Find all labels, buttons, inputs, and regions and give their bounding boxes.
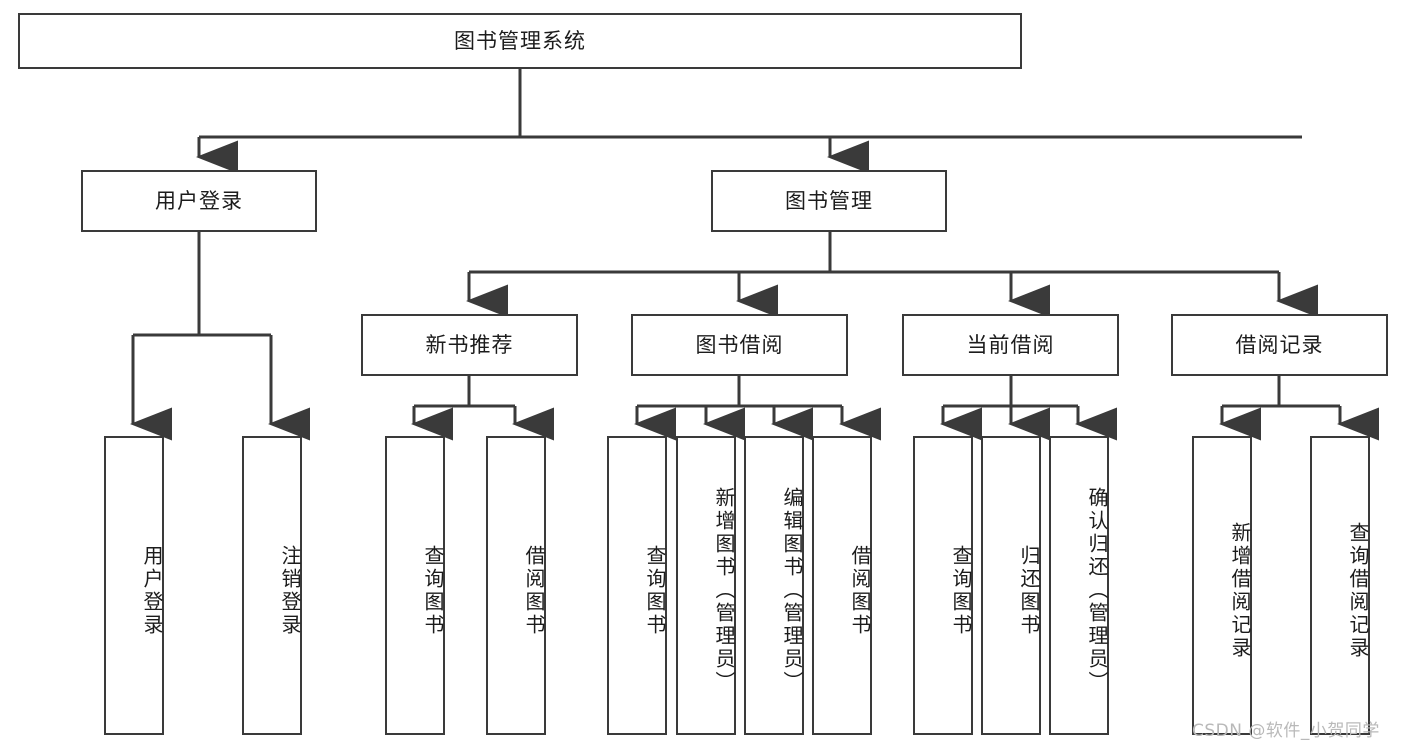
- node-label: 查询借阅记录: [1346, 521, 1370, 660]
- node-label: 借阅记录: [1235, 332, 1324, 357]
- node-label: 图书借阅: [695, 332, 784, 357]
- node-label: 当前借阅: [966, 332, 1055, 357]
- node-label: 确认归还（管理员）: [1085, 487, 1109, 694]
- node-label: 注销登录: [278, 544, 302, 637]
- node-leaf-query-book-2[interactable]: 查询图书: [607, 436, 667, 735]
- node-label: 借阅图书: [522, 544, 546, 637]
- node-label: 借阅图书: [848, 544, 872, 637]
- node-leaf-query-book-3[interactable]: 查询图书: [913, 436, 973, 735]
- node-current-borrow[interactable]: 当前借阅: [902, 314, 1119, 376]
- node-book-borrow[interactable]: 图书借阅: [631, 314, 848, 376]
- node-label: 新增借阅记录: [1228, 521, 1252, 660]
- node-leaf-query-book-1[interactable]: 查询图书: [385, 436, 445, 735]
- node-leaf-add-book[interactable]: 新增图书（管理员）: [676, 436, 736, 735]
- node-leaf-user-login[interactable]: 用户登录: [104, 436, 164, 735]
- node-label: 归还图书: [1017, 544, 1041, 637]
- node-label: 查询图书: [421, 544, 445, 637]
- watermark-text: CSDN @软件_小贺同学: [1192, 721, 1380, 741]
- node-label: 用户登录: [155, 188, 243, 213]
- node-label: 用户登录: [140, 544, 164, 637]
- node-leaf-confirm-return[interactable]: 确认归还（管理员）: [1049, 436, 1109, 735]
- node-label: 图书管理: [785, 188, 873, 213]
- node-leaf-edit-book[interactable]: 编辑图书（管理员）: [744, 436, 804, 735]
- node-label: 查询图书: [949, 544, 973, 637]
- node-leaf-logout-login[interactable]: 注销登录: [242, 436, 302, 735]
- node-label: 新增图书（管理员）: [712, 487, 736, 694]
- node-book-manage[interactable]: 图书管理: [711, 170, 947, 232]
- node-leaf-add-record[interactable]: 新增借阅记录: [1192, 436, 1252, 735]
- node-leaf-query-record[interactable]: 查询借阅记录: [1310, 436, 1370, 735]
- node-label: 编辑图书（管理员）: [780, 487, 804, 694]
- node-root-book-management-system[interactable]: 图书管理系统: [18, 13, 1022, 69]
- node-label: 查询图书: [643, 544, 667, 637]
- node-user-login[interactable]: 用户登录: [81, 170, 317, 232]
- node-label: 新书推荐: [425, 332, 514, 357]
- node-leaf-return-book[interactable]: 归还图书: [981, 436, 1041, 735]
- node-leaf-borrow-book-2[interactable]: 借阅图书: [812, 436, 872, 735]
- node-borrow-record[interactable]: 借阅记录: [1171, 314, 1388, 376]
- node-new-book-recommend[interactable]: 新书推荐: [361, 314, 578, 376]
- node-leaf-borrow-book-1[interactable]: 借阅图书: [486, 436, 546, 735]
- node-label: 图书管理系统: [454, 28, 586, 53]
